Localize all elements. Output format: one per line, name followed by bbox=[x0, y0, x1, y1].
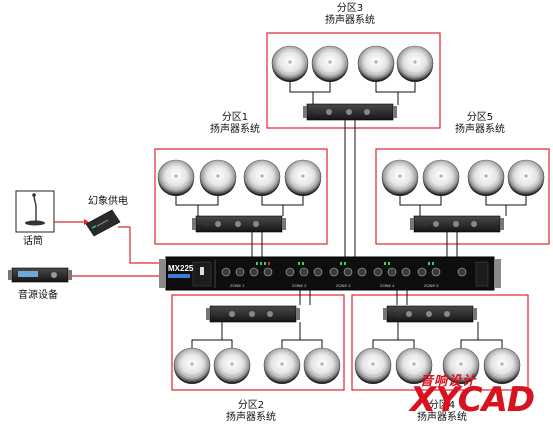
zone2-box bbox=[171, 294, 345, 391]
zone3-speaker-4 bbox=[396, 45, 434, 83]
zone3-speaker-2 bbox=[311, 45, 349, 83]
zone2-speaker-4 bbox=[303, 347, 341, 385]
zone5-subtitle: 扬声器系统 bbox=[455, 124, 505, 135]
zone1-box bbox=[154, 148, 328, 245]
watermark-cn: 音响设计 bbox=[420, 374, 477, 389]
zone4-wiring bbox=[372, 288, 503, 358]
microphone-label: 话筒 bbox=[23, 236, 43, 247]
zone5-speaker-2 bbox=[422, 159, 460, 197]
zone2-subtitle: 扬声器系统 bbox=[226, 412, 276, 423]
zone3-title: 分区3 扬声器系统 bbox=[320, 3, 380, 27]
zone1-speaker-2 bbox=[199, 159, 237, 197]
phantom-power-label: 幻象供电 bbox=[88, 196, 128, 207]
zone5-amplifier bbox=[409, 215, 505, 233]
zone4-title: 分区4 扬声器系统 bbox=[412, 400, 472, 424]
phantom-to-mixer-line bbox=[118, 226, 163, 264]
zone1-name: 分区1 bbox=[221, 112, 249, 123]
mx225-mixer: MX225 ZONE 1 ZONE 2 ZONE 3 ZONE 4 ZONE 5 bbox=[159, 256, 501, 291]
zone5-box bbox=[375, 148, 550, 245]
zone2-title: 分区2 扬声器系统 bbox=[221, 400, 281, 424]
zone5-speaker-4 bbox=[507, 159, 545, 197]
zone3-wiring bbox=[289, 78, 416, 258]
zone1-speaker-4 bbox=[284, 159, 322, 197]
zone3-speaker-3 bbox=[357, 45, 395, 83]
audio-source-device bbox=[8, 267, 72, 283]
zone3-speaker-1 bbox=[271, 45, 309, 83]
zone1-title: 分区1 扬声器系统 bbox=[205, 112, 265, 136]
zone5-title: 分区5 扬声器系统 bbox=[450, 112, 510, 136]
zone2-speaker-3 bbox=[263, 347, 301, 385]
zone5-wiring bbox=[399, 192, 527, 258]
mixer-model-label: MX225 bbox=[168, 264, 194, 273]
zone1-amplifier bbox=[191, 215, 287, 233]
watermark-en: XYCAD bbox=[410, 380, 535, 420]
mixer-zone-label-3: ZONE 3 bbox=[336, 283, 351, 288]
zone4-name: 分区4 bbox=[428, 400, 456, 411]
phantom-power-device bbox=[85, 209, 121, 237]
zone3-name: 分区3 bbox=[336, 3, 364, 14]
zone2-wiring bbox=[191, 288, 323, 358]
zone1-subtitle: 扬声器系统 bbox=[210, 124, 260, 135]
zone5-speaker-3 bbox=[467, 159, 505, 197]
zone1-wiring bbox=[175, 192, 304, 258]
zone4-speaker-1 bbox=[354, 347, 392, 385]
zone1-speaker-1 bbox=[157, 159, 195, 197]
zone4-box bbox=[351, 294, 529, 391]
zone3-amplifier bbox=[302, 103, 398, 121]
zone2-name: 分区2 bbox=[237, 400, 265, 411]
zone2-speaker-2 bbox=[213, 347, 251, 385]
audio-source-label: 音源设备 bbox=[18, 290, 58, 301]
zone5-name: 分区5 bbox=[466, 112, 494, 123]
mixer-zone-label-5: ZONE 5 bbox=[424, 283, 439, 288]
zone2-speaker-1 bbox=[173, 347, 211, 385]
zone5-speaker-1 bbox=[381, 159, 419, 197]
zone2-amplifier bbox=[205, 305, 301, 323]
zone3-subtitle: 扬声器系统 bbox=[325, 15, 375, 26]
zone4-subtitle: 扬声器系统 bbox=[417, 412, 467, 423]
mixer-zone-label-2: ZONE 2 bbox=[292, 283, 307, 288]
zone4-amplifier bbox=[382, 305, 478, 323]
mixer-zone-label-1: ZONE 1 bbox=[230, 283, 245, 288]
zone4-speaker-4 bbox=[483, 347, 521, 385]
mixer-zone-label-4: ZONE 4 bbox=[380, 283, 395, 288]
zone3-box bbox=[266, 32, 441, 129]
microphone-device bbox=[15, 190, 55, 233]
zone1-speaker-3 bbox=[243, 159, 281, 197]
